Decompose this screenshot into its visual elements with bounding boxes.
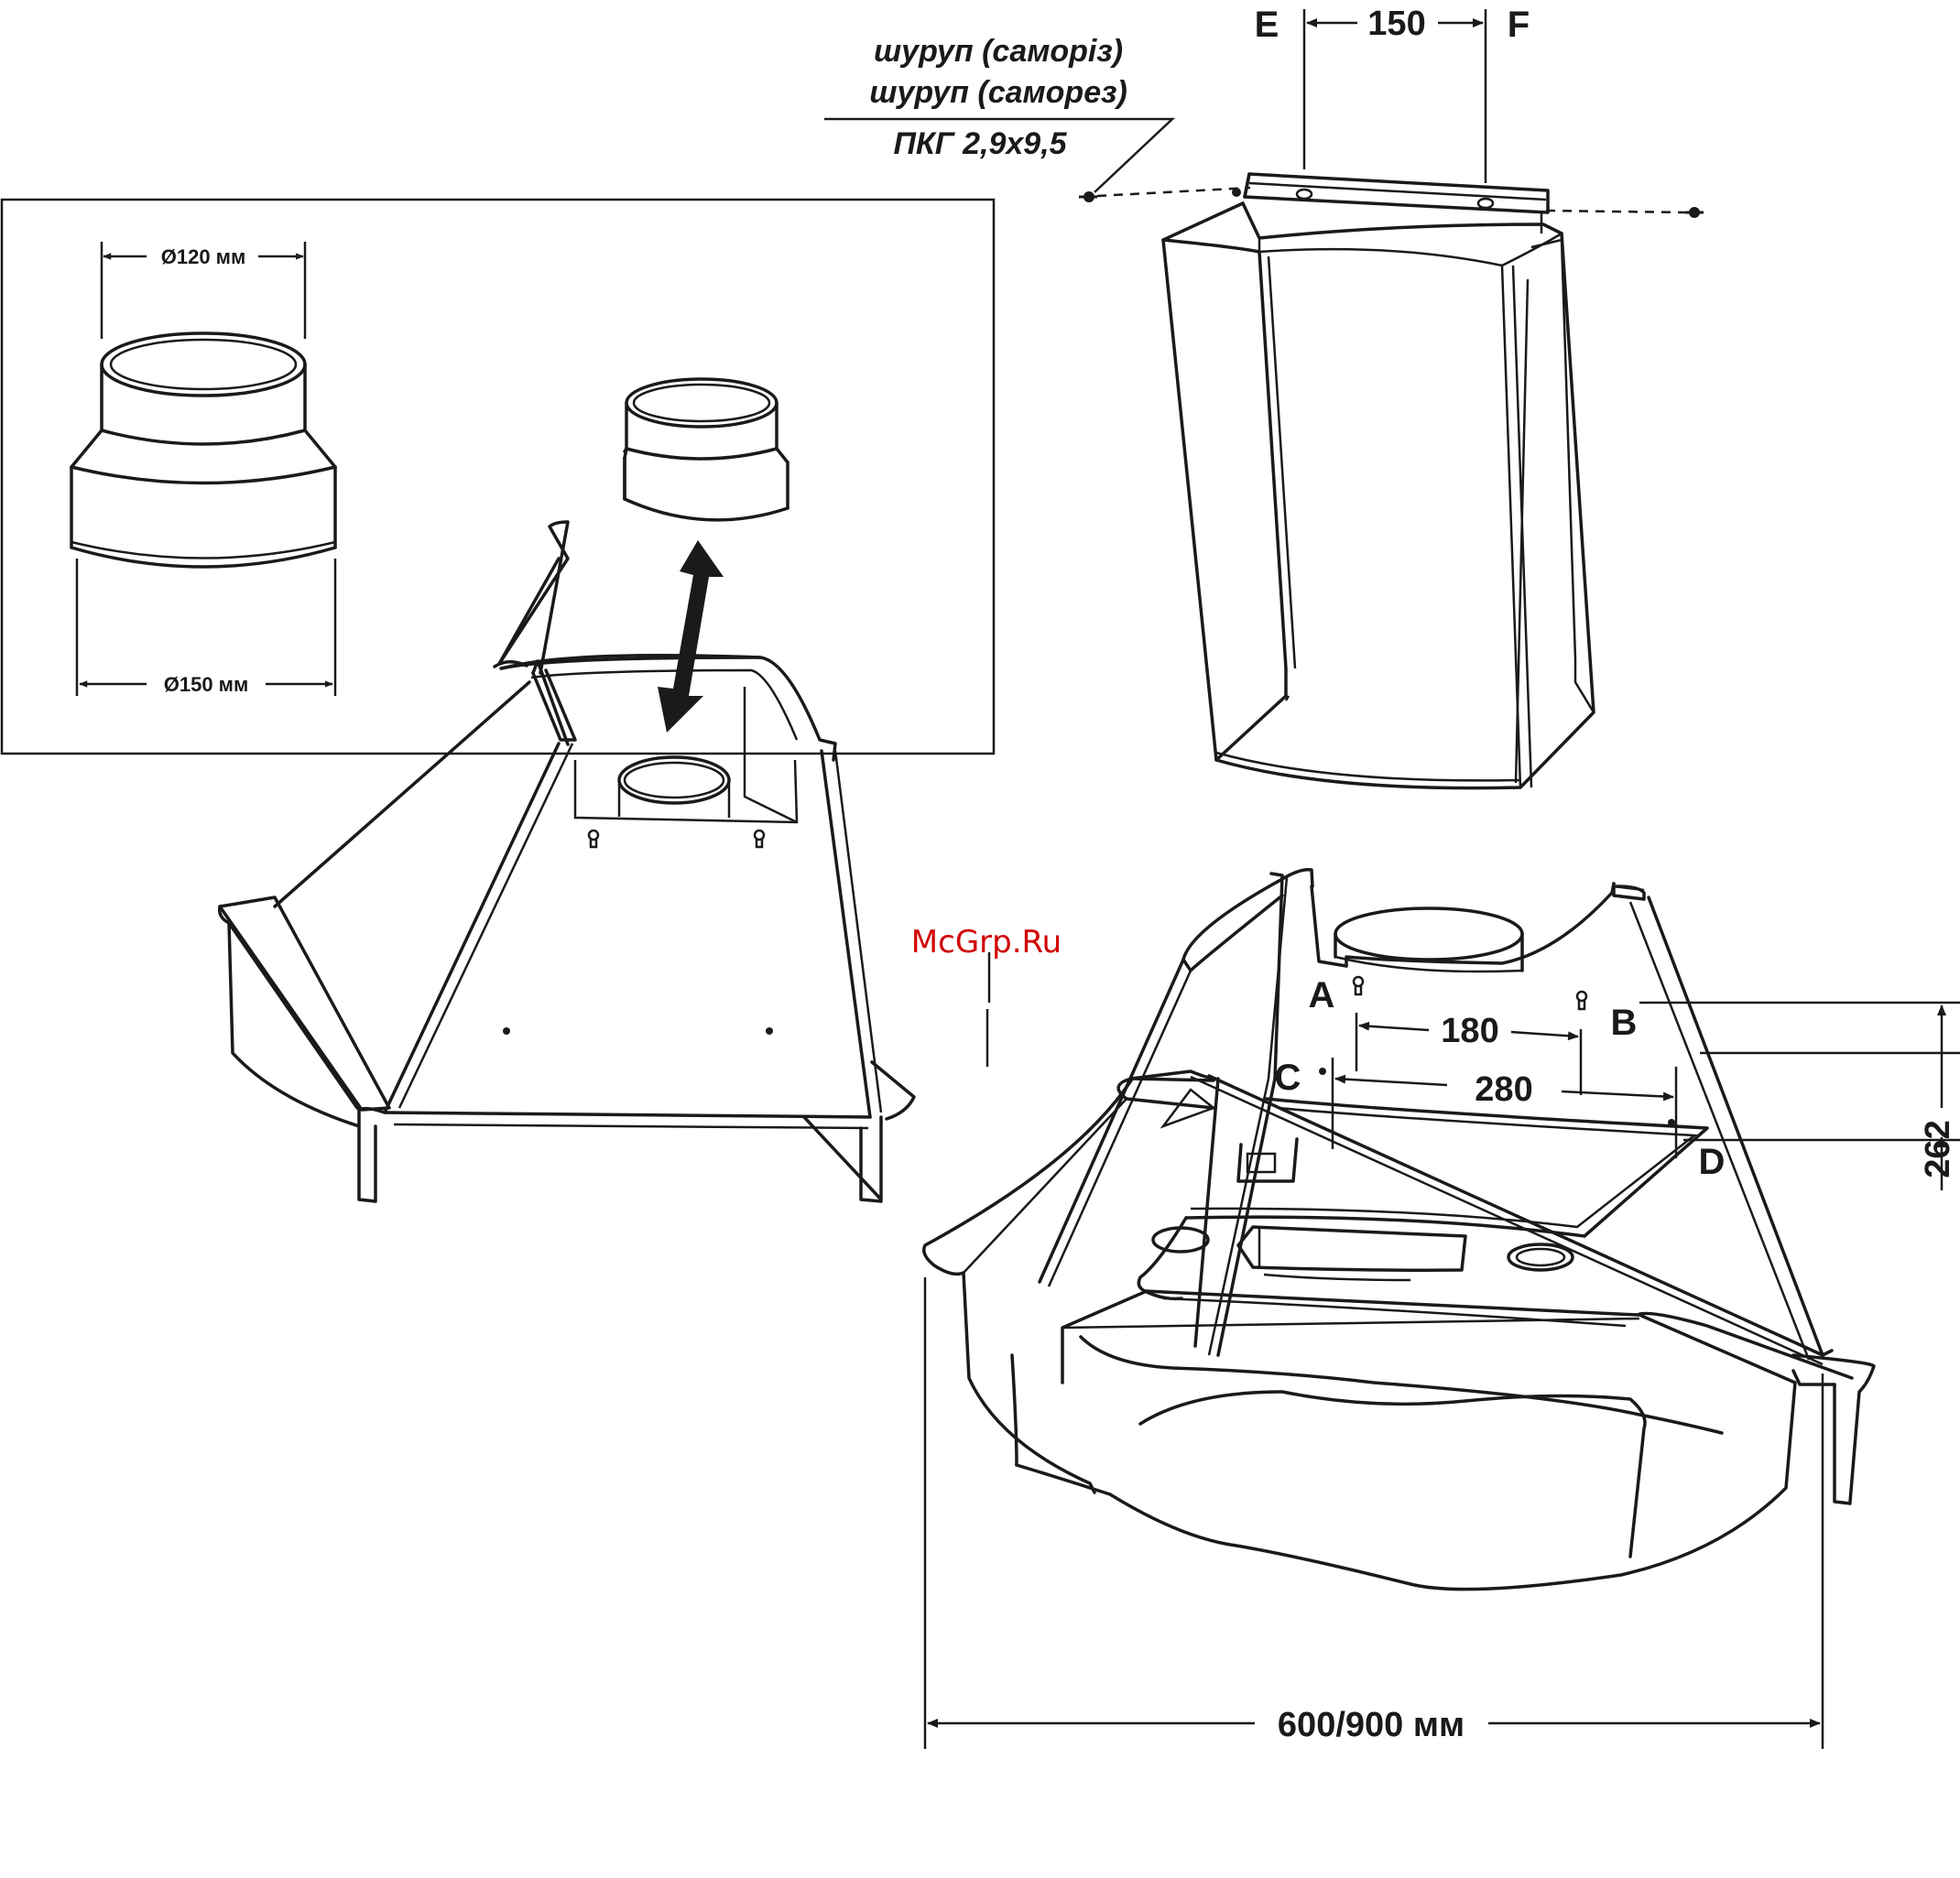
point-e-label: E	[1255, 5, 1279, 45]
inset-box	[2, 200, 994, 754]
duct-adapter-large	[71, 242, 335, 696]
point-b-label: B	[1611, 1003, 1638, 1043]
cd-distance-label: 280	[1475, 1070, 1532, 1109]
vertical-distance-label: 262	[1919, 1120, 1957, 1178]
screw-label-line2: шуруп (саморез)	[869, 75, 1127, 110]
insert-arrow	[658, 540, 724, 733]
ab-distance-label: 180	[1441, 1012, 1498, 1050]
duct-large-diameter-label: Ø150 мм	[164, 673, 248, 696]
screw-label-line1: шуруп (саморіз)	[874, 34, 1123, 69]
point-f-label: F	[1508, 5, 1530, 45]
point-c-label: C	[1275, 1058, 1301, 1098]
main-hood	[924, 870, 1960, 1749]
duct-adapter-small	[625, 379, 788, 520]
duct-small-diameter-label: Ø120 мм	[161, 245, 245, 268]
point-d-label: D	[1699, 1142, 1726, 1182]
screw-spec-label: ПКГ 2,9x9,5	[893, 126, 1067, 161]
ef-distance-label: 150	[1367, 5, 1425, 43]
point-a-label: A	[1309, 975, 1335, 1015]
inset-hood	[220, 522, 914, 1201]
width-label: 600/900 мм	[1278, 1706, 1465, 1744]
watermark-text: McGrp.Ru	[911, 924, 1062, 961]
